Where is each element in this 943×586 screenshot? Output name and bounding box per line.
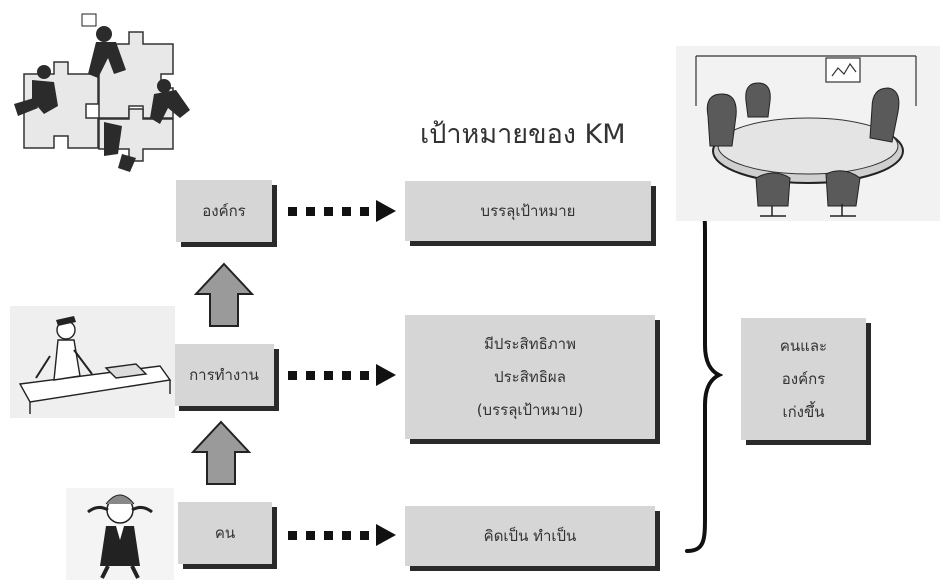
puzzle-workers-illustration bbox=[4, 4, 219, 188]
diagram-title: เป้าหมายของ KM bbox=[420, 119, 626, 150]
meeting-room-illustration bbox=[676, 46, 940, 225]
box-goal: บรรลุเป้าหมาย bbox=[405, 181, 651, 241]
box-result-line-2: องค์กร bbox=[781, 369, 826, 388]
box-work-label: การทำงาน bbox=[189, 365, 259, 384]
box-organization: องค์กร bbox=[176, 180, 272, 242]
box-people: คน bbox=[178, 502, 272, 564]
dotted-arrow-work bbox=[288, 364, 398, 386]
curly-brace bbox=[683, 195, 724, 559]
worker-at-desk-illustration bbox=[10, 306, 175, 422]
box-organization-label: องค์กร bbox=[202, 201, 246, 220]
up-arrow-work-to-organization bbox=[193, 262, 255, 332]
box-think-do-label: คิดเป็น ทำเป็น bbox=[483, 526, 577, 545]
up-arrow-people-to-work bbox=[190, 420, 252, 490]
box-think-do: คิดเป็น ทำเป็น bbox=[405, 506, 655, 566]
box-effective: มีประสิทธิภาพ ประสิทธิผล (บรรลุเป้าหมาย) bbox=[405, 315, 655, 439]
dotted-arrow-people bbox=[288, 524, 398, 546]
thinking-person-illustration bbox=[66, 488, 174, 584]
box-effective-line-3: (บรรลุเป้าหมาย) bbox=[476, 400, 584, 419]
box-result: คนและ องค์กร เก่งขึ้น bbox=[741, 318, 866, 440]
box-result-line-3: เก่งขึ้น bbox=[782, 402, 825, 421]
box-result-line-1: คนและ bbox=[779, 336, 828, 355]
box-goal-label: บรรลุเป้าหมาย bbox=[480, 201, 576, 220]
dotted-arrow-organization bbox=[288, 200, 398, 222]
box-work: การทำงาน bbox=[174, 344, 274, 406]
box-effective-line-1: มีประสิทธิภาพ bbox=[484, 334, 576, 353]
box-people-label: คน bbox=[214, 523, 236, 542]
box-effective-line-2: ประสิทธิผล bbox=[494, 367, 566, 386]
